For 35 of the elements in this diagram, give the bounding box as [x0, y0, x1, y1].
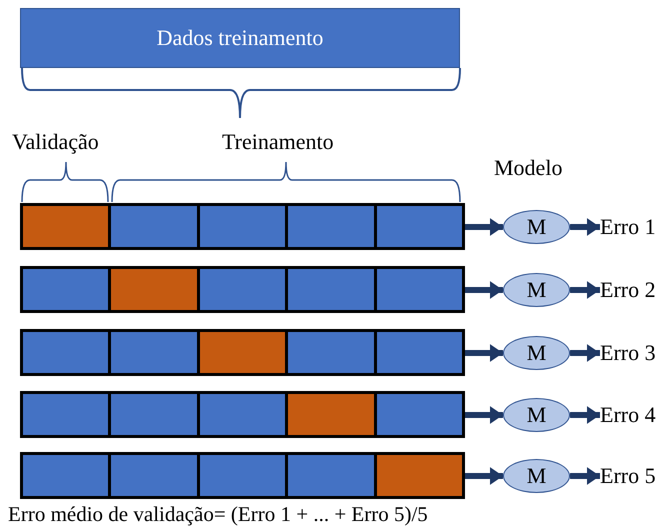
validation-fold — [285, 391, 377, 438]
training-fold — [285, 329, 377, 376]
arrow — [570, 467, 600, 485]
section-label: Modelo — [494, 156, 562, 180]
training-fold — [108, 329, 200, 376]
model-ellipse: M — [503, 210, 570, 244]
model-ellipse: M — [503, 336, 570, 370]
training-fold — [108, 452, 200, 499]
training-fold — [285, 203, 377, 250]
model-ellipse: M — [503, 398, 570, 432]
arrow — [465, 406, 503, 424]
arrow — [570, 406, 600, 424]
training-data-box: Dados treinamento — [20, 8, 460, 68]
arrow — [465, 344, 503, 362]
arrow — [570, 344, 600, 362]
training-fold — [108, 203, 200, 250]
error-label: Erro 5 — [600, 460, 666, 492]
error-label: Erro 1 — [600, 211, 666, 243]
model-ellipse: M — [503, 273, 570, 307]
arrow — [465, 281, 503, 299]
section-label: Validação — [12, 130, 99, 154]
arrow — [570, 281, 600, 299]
arrow — [465, 467, 503, 485]
training-fold — [285, 452, 377, 499]
formula-note: Erro médio de validação= (Erro 1 + ... + Erro 5)/5 — [8, 503, 428, 526]
section-label: Treinamento — [222, 130, 334, 154]
model-ellipse: M — [503, 459, 570, 493]
training-fold — [285, 266, 377, 313]
error-label: Erro 3 — [600, 337, 666, 369]
training-fold — [108, 391, 200, 438]
arrow — [465, 218, 503, 236]
error-label: Erro 2 — [600, 274, 666, 306]
arrow — [570, 218, 600, 236]
validation-fold — [108, 266, 200, 313]
error-label: Erro 4 — [600, 399, 666, 431]
